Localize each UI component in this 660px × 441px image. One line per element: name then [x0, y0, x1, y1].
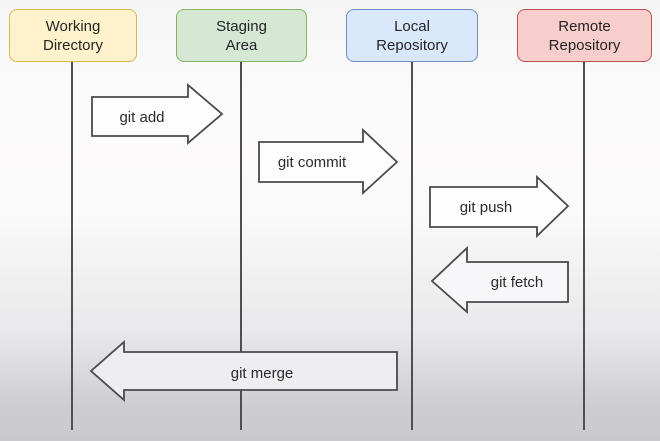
node-staging-area-label: Staging Area: [216, 17, 267, 54]
lifeline-local-repository: [411, 61, 413, 430]
git-add-label: git add: [119, 109, 164, 126]
lifeline-staging-area: [240, 61, 242, 430]
git-fetch-arrow-shape: [430, 245, 569, 314]
arrow-git-merge: git merge: [89, 340, 398, 402]
git-merge-label: git merge: [231, 365, 294, 382]
node-working-directory: Working Directory: [9, 9, 137, 62]
node-staging-area: Staging Area: [176, 9, 307, 62]
node-local-repository-label: Local Repository: [376, 17, 448, 54]
arrow-git-fetch: git fetch: [430, 245, 569, 314]
git-push-arrow-shape: [429, 174, 570, 239]
node-remote-repository: Remote Repository: [517, 9, 652, 62]
lifeline-remote-repository: [583, 61, 585, 430]
node-remote-repository-label: Remote Repository: [548, 17, 621, 54]
arrow-git-add: git add: [91, 83, 224, 145]
lifeline-working-directory: [71, 61, 73, 430]
git-merge-arrow-shape: [89, 340, 398, 402]
arrow-git-commit: git commit: [258, 127, 399, 196]
arrow-git-push: git push: [429, 174, 570, 239]
node-working-directory-label: Working Directory: [42, 17, 103, 54]
git-commit-arrow-shape: [258, 127, 399, 196]
node-local-repository: Local Repository: [346, 9, 478, 62]
git-add-arrow-shape: [91, 83, 224, 145]
git-push-label: git push: [460, 199, 513, 216]
git-commit-label: git commit: [278, 154, 347, 171]
git-fetch-label: git fetch: [491, 274, 544, 291]
